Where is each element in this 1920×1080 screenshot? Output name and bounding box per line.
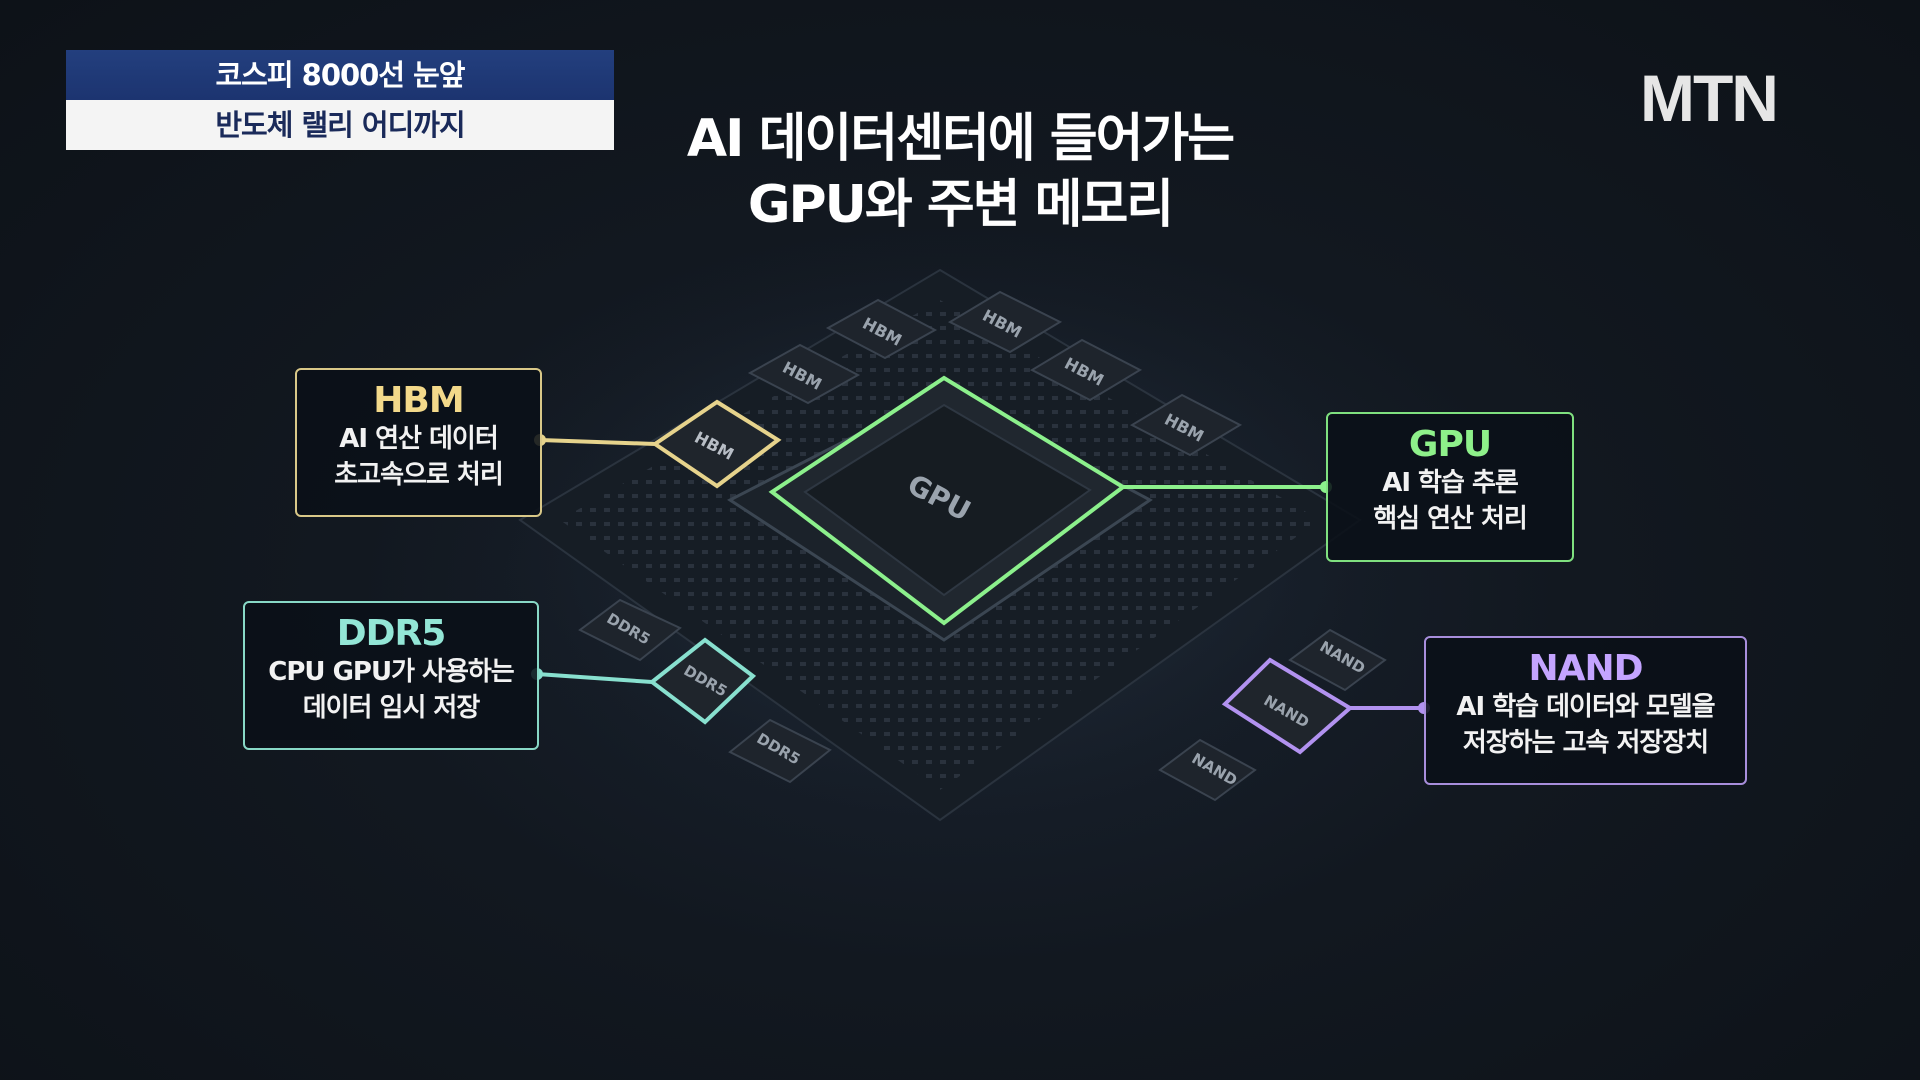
nand-callout-line1: AI 학습 데이터와 모델을 <box>1456 692 1715 722</box>
nand-callout-title: NAND <box>1528 648 1643 689</box>
gpu-callout-line1: AI 학습 추론 <box>1382 468 1519 498</box>
gpu-callout-title: GPU <box>1408 424 1492 465</box>
ticker-headline: 코스피 8000선 눈앞 <box>66 50 614 100</box>
nand-callout: NAND AI 학습 데이터와 모델을 저장하는 고속 저장장치 <box>1424 636 1747 785</box>
page-title-line1: AI 데이터센터에 들어가는 <box>686 109 1235 169</box>
ddr5-callout-title: DDR5 <box>336 613 447 654</box>
nand-callout-line2: 저장하는 고속 저장장치 <box>1462 728 1709 758</box>
ddr5-callout: DDR5 CPU GPU가 사용하는 데이터 임시 저장 <box>243 601 539 750</box>
hbm-highlight-chip <box>651 399 782 489</box>
ddr5-callout-line2: 데이터 임시 저장 <box>302 693 481 723</box>
hbm-stack-group <box>747 290 1243 457</box>
broadcaster-logo: MTN <box>1640 61 1779 135</box>
ticker-subheadline: 반도체 랠리 어디까지 <box>66 100 614 150</box>
hbm-callout-title: HBM <box>373 380 464 421</box>
ddr5-highlight-chip <box>648 637 757 725</box>
hbm-callout-line1: AI 연산 데이터 <box>339 424 499 454</box>
hbm-callout: HBM AI 연산 데이터 초고속으로 처리 <box>295 368 542 517</box>
hbm-callout-line2: 초고속으로 처리 <box>334 460 504 490</box>
nand-highlight-chip <box>1221 657 1354 755</box>
ddr5-callout-line1: CPU GPU가 사용하는 <box>268 657 514 687</box>
hbm-connector <box>539 438 656 446</box>
gpu-callout: GPU AI 학습 추론 핵심 연산 처리 <box>1326 412 1574 562</box>
gpu-callout-line2: 핵심 연산 처리 <box>1373 504 1528 534</box>
ddr5-connector <box>536 672 653 684</box>
news-ticker: 코스피 8000선 눈앞 반도체 랠리 어디까지 <box>66 50 614 150</box>
